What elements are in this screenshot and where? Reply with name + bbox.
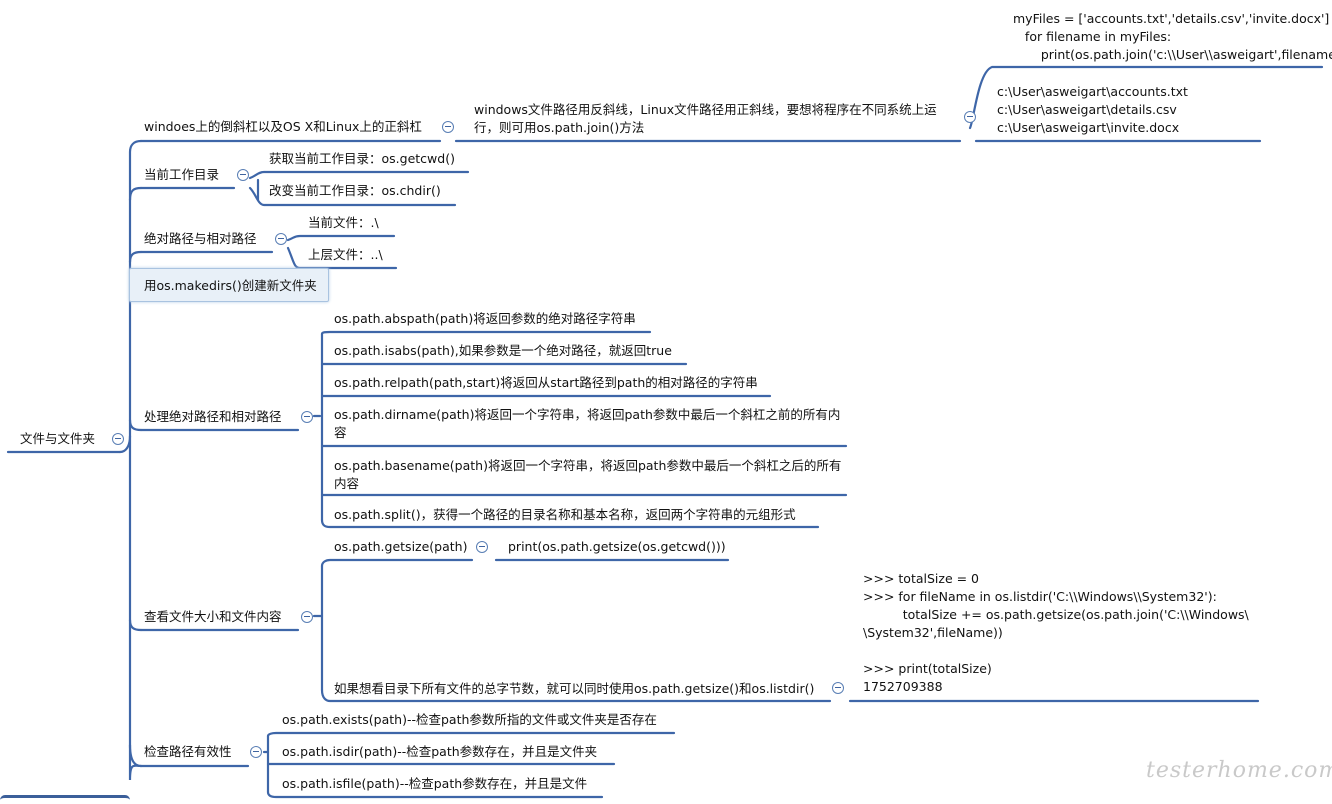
makedirs-node-box[interactable] bbox=[129, 268, 329, 302]
node-process-split[interactable]: os.path.split()，获得一个路径的目录名称和基本名称，返回两个字符串… bbox=[334, 507, 796, 522]
node-cwd[interactable]: 当前工作目录 bbox=[144, 167, 220, 182]
node-size-total[interactable]: 如果想看目录下所有文件的总字节数，就可以同时使用os.path.getsize(… bbox=[334, 681, 815, 696]
node-cwd-get[interactable]: 获取当前工作目录：os.getcwd() bbox=[269, 151, 455, 166]
node-process-basename[interactable]: os.path.basename(path)将返回一个字符串，将返回path参数… bbox=[334, 458, 842, 491]
node-absrel[interactable]: 绝对路径与相对路径 bbox=[144, 231, 257, 246]
collapse-icon[interactable] bbox=[298, 608, 315, 625]
scroll-indicator bbox=[0, 795, 130, 804]
node-slashes-code[interactable]: myFiles = ['accounts.txt','details.csv',… bbox=[1013, 11, 1332, 62]
node-process-abspath[interactable]: os.path.abspath(path)将返回参数的绝对路径字符串 bbox=[334, 311, 636, 326]
node-process-isabs[interactable]: os.path.isabs(path),如果参数是一个绝对路径，就返回true bbox=[334, 343, 672, 358]
node-valid[interactable]: 检查路径有效性 bbox=[144, 744, 232, 759]
collapse-icon[interactable] bbox=[272, 230, 289, 247]
node-valid-isfile[interactable]: os.path.isfile(path)--检查path参数存在，并且是文件 bbox=[282, 776, 588, 791]
node-size[interactable]: 查看文件大小和文件内容 bbox=[144, 609, 282, 624]
node-absrel-current[interactable]: 当前文件：.\ bbox=[308, 215, 379, 230]
node-size-getsize[interactable]: os.path.getsize(path) bbox=[334, 539, 468, 554]
node-process[interactable]: 处理绝对路径和相对路径 bbox=[144, 409, 282, 424]
node-slashes[interactable]: windoes上的倒斜杠以及OS X和Linux上的正斜杠 bbox=[144, 119, 422, 134]
collapse-icon[interactable] bbox=[109, 430, 126, 447]
root-node[interactable]: 文件与文件夹 bbox=[20, 431, 96, 446]
collapse-icon[interactable] bbox=[247, 743, 264, 760]
node-absrel-parent[interactable]: 上层文件：..\ bbox=[308, 247, 383, 262]
node-slashes-desc[interactable]: windows文件路径用反斜线，Linux文件路径用正斜线，要想将程序在不同系统… bbox=[474, 102, 937, 135]
node-size-total-code[interactable]: >>> totalSize = 0 >>> for fileName in os… bbox=[863, 571, 1249, 694]
collapse-icon[interactable] bbox=[439, 118, 456, 135]
node-process-relpath[interactable]: os.path.relpath(path,start)将返回从start路径到p… bbox=[334, 375, 758, 390]
node-makedirs[interactable]: 用os.makedirs()创建新文件夹 bbox=[144, 278, 317, 293]
collapse-icon[interactable] bbox=[298, 408, 315, 425]
collapse-icon[interactable] bbox=[234, 166, 251, 183]
node-slashes-output[interactable]: c:\User\asweigart\accounts.txt c:\User\a… bbox=[997, 84, 1188, 135]
node-size-getsize-example[interactable]: print(os.path.getsize(os.getcwd())) bbox=[508, 539, 726, 554]
node-process-dirname[interactable]: os.path.dirname(path)将返回一个字符串，将返回path参数中… bbox=[334, 407, 841, 440]
watermark: testerhome.com bbox=[1146, 758, 1332, 783]
collapse-icon[interactable] bbox=[961, 108, 978, 125]
node-cwd-change[interactable]: 改变当前工作目录：os.chdir() bbox=[269, 183, 441, 198]
collapse-icon[interactable] bbox=[473, 538, 490, 555]
collapse-icon[interactable] bbox=[829, 679, 846, 696]
node-valid-exists[interactable]: os.path.exists(path)--检查path参数所指的文件或文件夹是… bbox=[282, 712, 657, 727]
node-valid-isdir[interactable]: os.path.isdir(path)--检查path参数存在，并且是文件夹 bbox=[282, 744, 598, 759]
